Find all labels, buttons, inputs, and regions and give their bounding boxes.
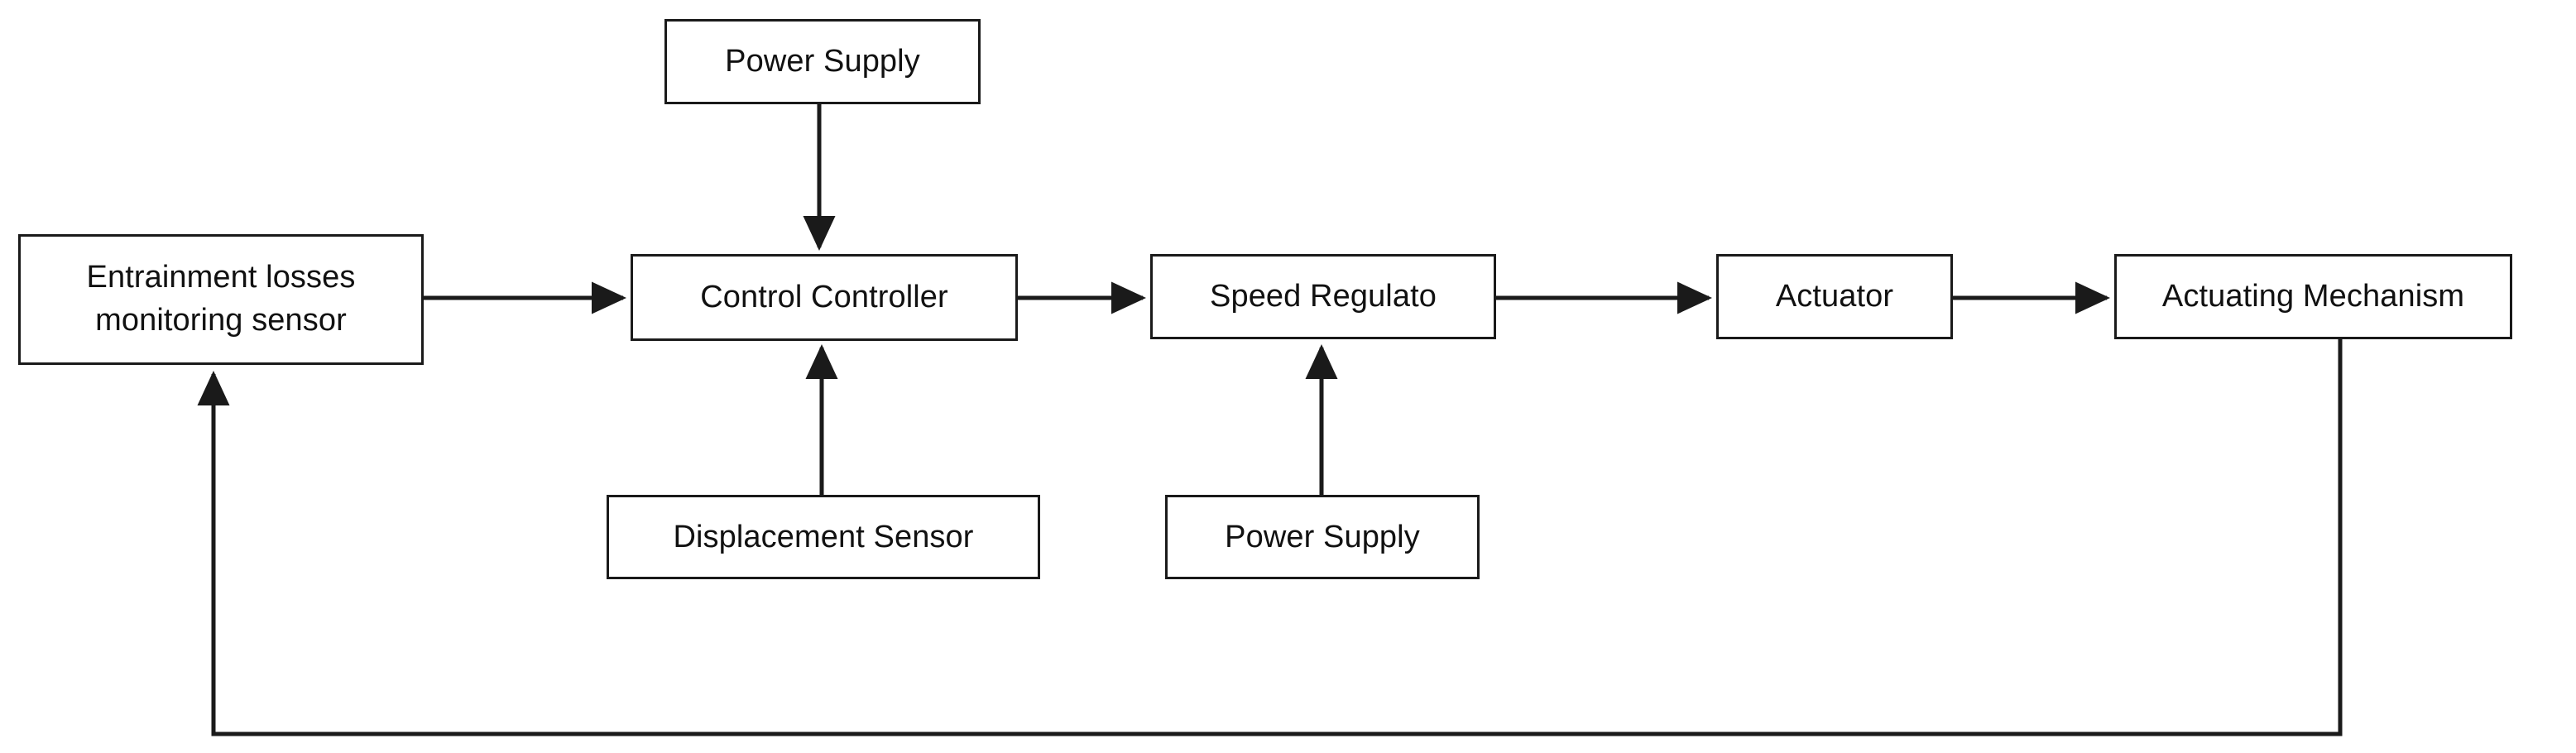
node-power-supply-top[interactable]: Power Supply	[664, 19, 981, 104]
node-label: Speed Regulato	[1210, 279, 1437, 314]
node-displacement-sensor[interactable]: Displacement Sensor	[607, 495, 1040, 579]
node-label: Actuating Mechanism	[2161, 279, 2465, 314]
node-label: Control Controller	[700, 280, 948, 315]
node-entrainment-sensor[interactable]: Entrainment losses monitoring sensor	[18, 234, 424, 365]
node-speed-regulato[interactable]: Speed Regulato	[1150, 254, 1496, 339]
node-label: Entrainment losses monitoring sensor	[86, 260, 356, 338]
node-label: Power Supply	[1225, 519, 1420, 554]
node-power-supply-bottom[interactable]: Power Supply	[1165, 495, 1480, 579]
node-label: Actuator	[1775, 279, 1894, 314]
node-actuator[interactable]: Actuator	[1716, 254, 1953, 339]
node-actuating-mechanism[interactable]: Actuating Mechanism	[2114, 254, 2512, 339]
node-label: Displacement Sensor	[673, 519, 974, 554]
node-label: Power Supply	[725, 44, 920, 79]
node-control-controller[interactable]: Control Controller	[631, 254, 1018, 341]
